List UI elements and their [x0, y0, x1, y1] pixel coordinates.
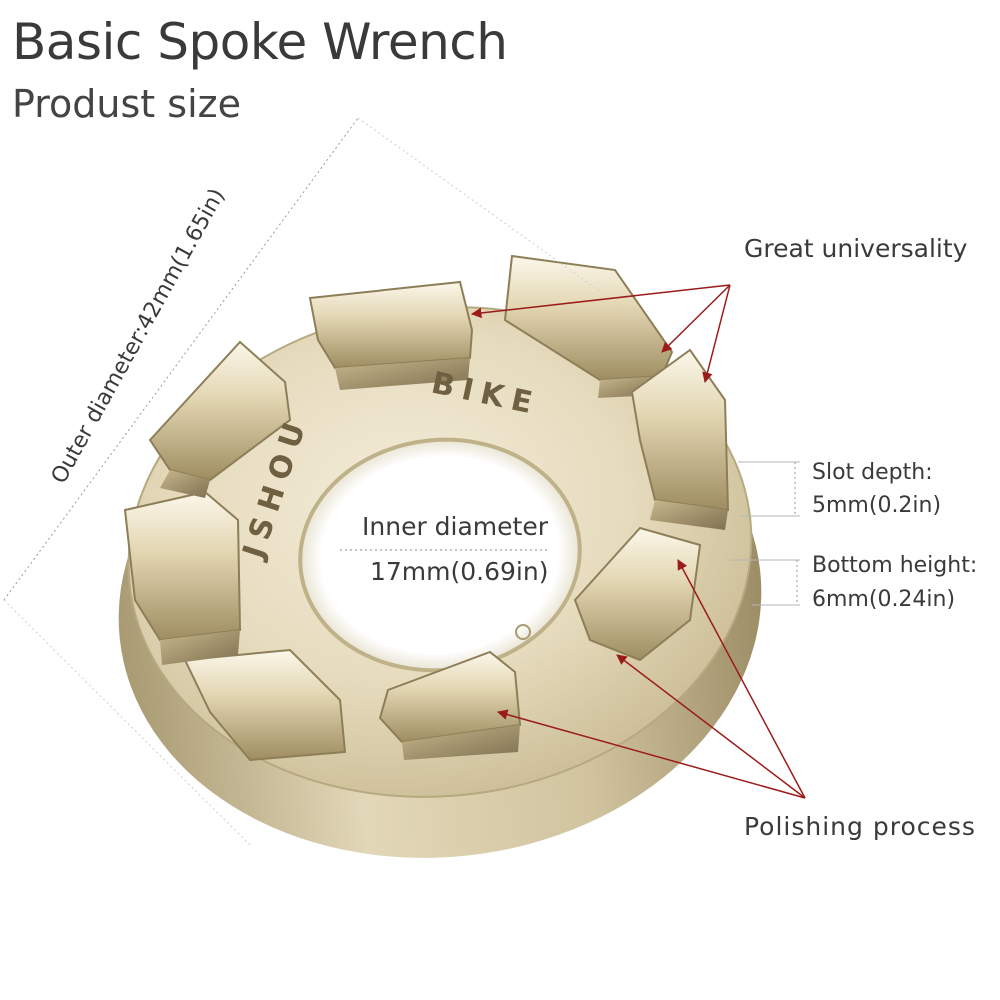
- inner-diameter-value: 17mm(0.69in): [370, 557, 549, 586]
- inner-diameter-label: Inner diameter: [362, 512, 548, 541]
- page-title: Basic Spoke Wrench: [12, 13, 508, 71]
- tooth: [123, 490, 242, 665]
- universality-pointers: [470, 284, 731, 384]
- bottom-height-label: Bottom height:: [812, 553, 978, 578]
- slot-depth-label: Slot depth:: [812, 460, 933, 485]
- slot-depth-bracket: [738, 461, 800, 517]
- polishing-pointers: [496, 559, 806, 799]
- bottom-height-value: 6mm(0.24in): [812, 587, 956, 612]
- dimple-mark: [515, 624, 531, 640]
- tooth: [308, 280, 474, 390]
- tooth: [573, 526, 702, 662]
- bottom-height-bracket: [730, 559, 800, 606]
- tooth: [148, 340, 292, 498]
- universality-label: Great universality: [744, 234, 968, 263]
- polishing-label: Polishing process: [744, 812, 976, 841]
- slot-depth-value: 5mm(0.2in): [812, 493, 942, 518]
- wrench-body: JSHOU BIKE: [118, 254, 762, 858]
- tooth: [630, 348, 730, 530]
- tooth: [378, 650, 522, 760]
- tooth: [183, 648, 347, 762]
- page-subtitle: Produst size: [12, 82, 241, 126]
